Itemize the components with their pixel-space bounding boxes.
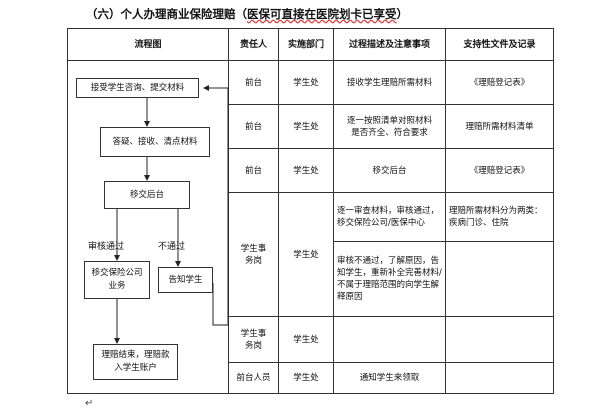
row1-docs: 《理赔登记表》 [469,77,530,88]
row2-responsible: 前台 [244,121,262,132]
row6-process: 通知学生来领取 [359,373,420,383]
flow-step-submit: 接受学生咨询、提交材料 [76,78,199,98]
row4-process-pass: 逐一审查材料，审核通过，移交保险公司/医保中心 [337,206,440,228]
flow-label-fail: 不通过 [158,242,186,252]
flow-step-notify: 告知学生 [158,267,213,293]
flow-step-check: 答疑、接收、清点材料 [100,127,210,157]
row4-dept: 学生处 [293,249,319,260]
header-flow: 流程图 [134,39,162,50]
row2-dept: 学生处 [293,121,319,132]
row3-responsible: 前台 [244,165,262,176]
flow-step-insurer: 移交保险公司业务 [84,261,150,299]
row4-responsible: 学生事务岗 [240,243,267,266]
row5-responsible: 学生事务岗 [240,328,267,351]
row2-docs: 理赔所需材料清单 [465,121,534,132]
header-docs: 支持性文件及记录 [463,39,536,50]
header-dept: 实施部门 [287,39,324,50]
row4-docs: 理赔所需材料分为两类：疾病门诊、住院 [449,206,543,228]
row6-dept: 学生处 [293,373,319,383]
row5-dept: 学生处 [293,334,319,345]
row6-responsible: 前台人员 [236,373,271,383]
row1-dept: 学生处 [293,77,319,88]
header-process: 过程描述及注意事项 [348,39,430,50]
row4-process-fail: 审核不通过，了解原因，告知学生，重新补全完善材料/不属于理赔范围的向学生解释原因 [337,256,442,302]
page-title: （六）个人办理商业保险理赔（医保可直接在医院划卡已享受） [86,7,408,21]
row2-process: 逐一按照清单对照材料是否齐全、符合要求 [346,115,432,138]
paragraph-mark: ↵ [85,398,94,409]
flow-step-transfer: 移交后台 [104,181,190,209]
row3-docs: 《理赔登记表》 [469,165,530,176]
row1-process: 接收学生理赔所需材料 [346,77,432,88]
header-responsible: 责任人 [239,39,267,50]
row3-dept: 学生处 [293,165,319,176]
flow-step-finish: 理赔结束，理赔款入学生账户 [93,344,178,380]
process-table [67,28,554,394]
row1-responsible: 前台 [244,77,262,88]
flow-label-pass: 审核通过 [88,242,125,252]
row3-process: 移交后台 [372,165,407,176]
